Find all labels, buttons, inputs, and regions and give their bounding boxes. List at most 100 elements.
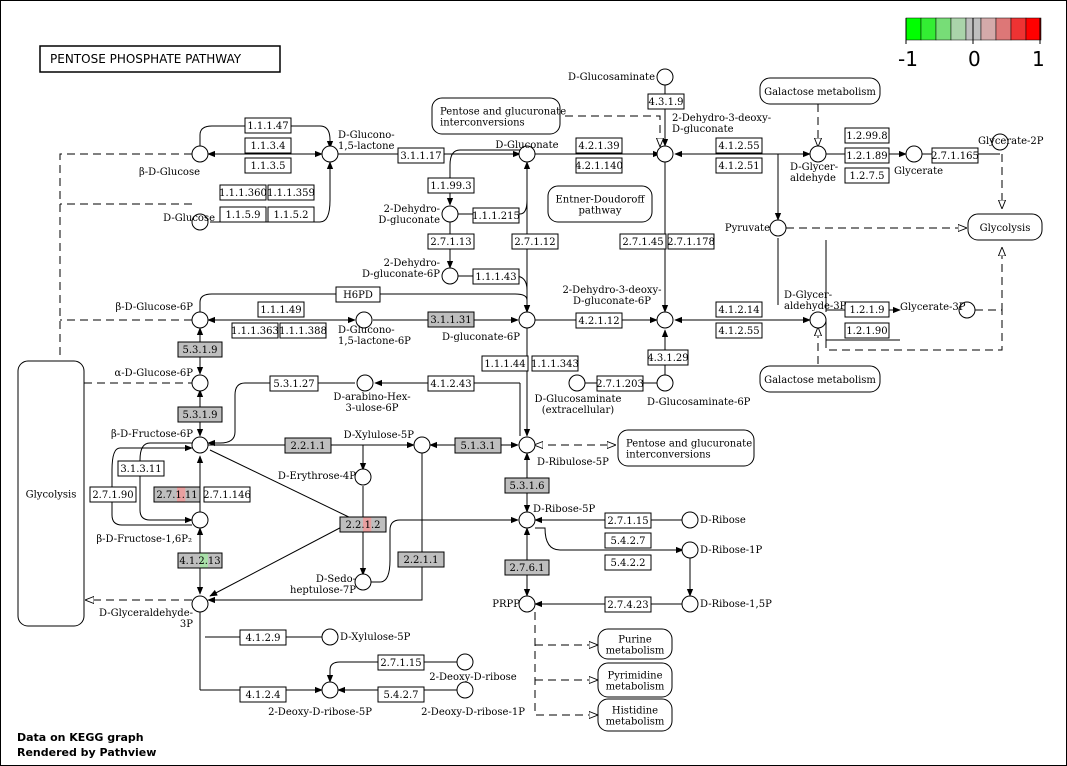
enzyme-box-3-1-3-11[interactable]: 3.1.3.11: [117, 460, 165, 477]
enzyme-box-5-3-1-6[interactable]: 5.3.1.6: [504, 477, 550, 494]
compound-node[interactable]: D-Glucono-1,5-lactone: [321, 130, 395, 163]
enzyme-box-4-2-1-12[interactable]: 4.2.1.12: [575, 312, 623, 329]
compound-node[interactable]: D-Glycer-aldehyde: [790, 145, 838, 184]
compound-node[interactable]: D-Ribose-1P: [681, 541, 763, 559]
compound-node[interactable]: 2-Dehydro-3-deoxy-D-gluconate: [656, 113, 771, 163]
enzyme-box-1-1-1-360[interactable]: 1.1.1.360: [219, 184, 267, 201]
compound-node[interactable]: D-Gluconate: [495, 140, 559, 163]
compound-node[interactable]: D-Glucosaminate: [568, 68, 674, 86]
compound-node[interactable]: Pyruvate: [725, 219, 787, 237]
compound-node[interactable]: D-Xylulose-5P: [321, 628, 411, 646]
compound-node[interactable]: D-Ribose-5P: [518, 504, 596, 529]
enzyme-box-2-7-1-45[interactable]: 2.7.1.45: [619, 233, 667, 250]
compound-node[interactable]: PRPP: [492, 595, 536, 613]
enzyme-box-5-3-1-27[interactable]: 5.3.1.27: [269, 375, 319, 392]
enzyme-box-2-2-1-1[interactable]: 2.2.1.1: [284, 437, 332, 454]
map-link-galactose-metabolism[interactable]: Galactose metabolism: [759, 77, 881, 105]
compound-node[interactable]: β-D-Glucose-6P: [115, 302, 209, 329]
enzyme-box-2-2-1-2[interactable]: 2.2.1.2: [339, 516, 387, 533]
enzyme-box-1-2-1-9[interactable]: 1.2.1.9: [844, 301, 890, 318]
enzyme-box-1-1-1-359[interactable]: 1.1.1.359: [267, 184, 315, 201]
compound-node[interactable]: 2-Deoxy-D-ribose-5P: [268, 681, 372, 718]
compound-node[interactable]: 2-Deoxy-D-ribose: [429, 653, 517, 683]
enzyme-box-4-1-2-14[interactable]: 4.1.2.14: [715, 301, 763, 318]
enzyme-box-5-4-2-7[interactable]: 5.4.2.7: [377, 686, 425, 703]
enzyme-box-5-3-1-9[interactable]: 5.3.1.9: [177, 406, 223, 423]
enzyme-box-2-7-1-12[interactable]: 2.7.1.12: [511, 233, 559, 250]
compound-node[interactable]: D-Ribose: [681, 511, 746, 529]
compound-node[interactable]: D-Glucose: [163, 213, 215, 231]
compound-node[interactable]: Glycerate-3P: [900, 301, 976, 319]
enzyme-box-2-7-1-90[interactable]: 2.7.1.90: [89, 486, 137, 503]
enzyme-box-H6PD[interactable]: H6PD: [335, 286, 381, 303]
compound-node[interactable]: D-Sedo-heptulose-7P: [290, 573, 372, 596]
compound-node[interactable]: α-D-Glucose-6P: [115, 368, 209, 392]
enzyme-box-4-3-1-9[interactable]: 4.3.1.9: [647, 93, 685, 110]
compound-node[interactable]: Glycerate-2P: [978, 133, 1044, 151]
compound-node[interactable]: D-Xylulose-5P: [344, 430, 431, 454]
compound-node[interactable]: D-Glucono-1,5-lactone-6P: [338, 311, 411, 347]
map-link-glycolysis[interactable]: Glycolysis: [967, 213, 1043, 241]
compound-node[interactable]: 2-Dehydro-D-gluconate-6P: [362, 258, 459, 285]
enzyme-box-2-7-6-1[interactable]: 2.7.6.1: [504, 559, 550, 576]
enzyme-box-1-1-5-9[interactable]: 1.1.5.9: [219, 206, 267, 223]
enzyme-box-2-7-4-23[interactable]: 2.7.4.23: [604, 596, 652, 613]
enzyme-box-4-3-1-29[interactable]: 4.3.1.29: [647, 349, 689, 366]
enzyme-box-4-1-2-55[interactable]: 4.1.2.55: [715, 322, 763, 339]
enzyme-box-3-1-1-31[interactable]: 3.1.1.31: [427, 311, 475, 328]
enzyme-box-1-1-1-47[interactable]: 1.1.1.47: [244, 117, 292, 134]
enzyme-box-2-7-1-15[interactable]: 2.7.1.15: [377, 654, 425, 671]
compound-node[interactable]: D-Glucosaminate-6P: [647, 374, 751, 408]
compound-node[interactable]: β-D-Glucose: [139, 145, 209, 178]
enzyme-box-2-7-1-165[interactable]: 2.7.1.165: [931, 147, 979, 164]
enzyme-box-4-1-2-51[interactable]: 4.1.2.51: [715, 157, 763, 174]
enzyme-box-1-1-99-3[interactable]: 1.1.99.3: [427, 177, 475, 194]
enzyme-box-2-7-1-11[interactable]: 2.7.1.11: [153, 486, 201, 503]
compound-node[interactable]: 2-Dehydro-D-gluconate: [378, 204, 459, 226]
map-link-glycolysis[interactable]: Glycolysis: [17, 360, 85, 627]
enzyme-box-2-7-1-203[interactable]: 2.7.1.203: [596, 375, 644, 392]
enzyme-box-1-2-99-8[interactable]: 1.2.99.8: [844, 127, 890, 144]
enzyme-box-1-1-1-215[interactable]: 1.1.1.215: [472, 207, 520, 224]
enzyme-box-1-1-1-388[interactable]: 1.1.1.388: [279, 322, 327, 339]
enzyme-box-4-2-1-140[interactable]: 4.2.1.140: [575, 157, 623, 174]
enzyme-box-4-1-2-9[interactable]: 4.1.2.9: [239, 629, 287, 646]
enzyme-box-1-1-1-343[interactable]: 1.1.1.343: [531, 355, 579, 372]
enzyme-box-2-7-1-178[interactable]: 2.7.1.178: [667, 233, 715, 250]
enzyme-box-5-4-2-7[interactable]: 5.4.2.7: [604, 532, 652, 549]
enzyme-box-2-2-1-1[interactable]: 2.2.1.1: [397, 551, 445, 568]
enzyme-box-1-1-1-49[interactable]: 1.1.1.49: [257, 301, 305, 318]
enzyme-box-4-1-2-13[interactable]: 4.1.2.13: [177, 552, 223, 569]
compound-node[interactable]: β-D-Fructose-1,6P₂: [96, 511, 209, 545]
enzyme-box-2-7-1-13[interactable]: 2.7.1.13: [427, 233, 475, 250]
enzyme-box-1-2-1-90[interactable]: 1.2.1.90: [844, 322, 890, 339]
compound-node[interactable]: β-D-Fructose-6P: [111, 429, 209, 454]
enzyme-box-1-1-5-2[interactable]: 1.1.5.2: [267, 206, 315, 223]
enzyme-box-4-1-2-4[interactable]: 4.1.2.4: [239, 686, 287, 703]
compound-node[interactable]: D-Glyceraldehyde-3P: [99, 595, 209, 630]
compound-node[interactable]: Glycerate: [894, 145, 943, 177]
enzyme-box-1-2-1-89[interactable]: 1.2.1.89: [844, 147, 890, 164]
compound-node[interactable]: 2-Deoxy-D-ribose-1P: [421, 681, 525, 718]
enzyme-box-5-3-1-9[interactable]: 5.3.1.9: [177, 341, 223, 358]
enzyme-box-1-1-3-5[interactable]: 1.1.3.5: [244, 157, 292, 174]
compound-node[interactable]: D-Glycer-aldehyde-3P: [784, 290, 847, 329]
enzyme-box-2-7-1-146[interactable]: 2.7.1.146: [203, 486, 251, 503]
compound-node[interactable]: D-arabino-Hex-3-ulose-6P: [333, 374, 411, 414]
compound-node[interactable]: D-Erythrose-4P: [278, 468, 372, 486]
enzyme-box-1-1-1-44[interactable]: 1.1.1.44: [481, 355, 529, 372]
enzyme-box-4-2-1-39[interactable]: 4.2.1.39: [575, 137, 623, 154]
compound-node[interactable]: D-Glucosaminate(extracellular): [535, 374, 622, 416]
compound-node[interactable]: D-Ribose-1,5P: [681, 595, 772, 613]
enzyme-box-4-1-2-55[interactable]: 4.1.2.55: [715, 137, 763, 154]
enzyme-box-1-1-1-43[interactable]: 1.1.1.43: [472, 268, 520, 285]
map-link-galactose-metabolism[interactable]: Galactose metabolism: [759, 365, 881, 393]
enzyme-box-1-1-3-4[interactable]: 1.1.3.4: [244, 137, 292, 154]
compound-node[interactable]: D-Ribulose-5P: [518, 436, 609, 468]
enzyme-box-3-1-1-17[interactable]: 3.1.1.17: [397, 147, 445, 164]
compound-node[interactable]: 2-Dehydro-3-deoxy-D-gluconate-6P: [562, 285, 674, 329]
